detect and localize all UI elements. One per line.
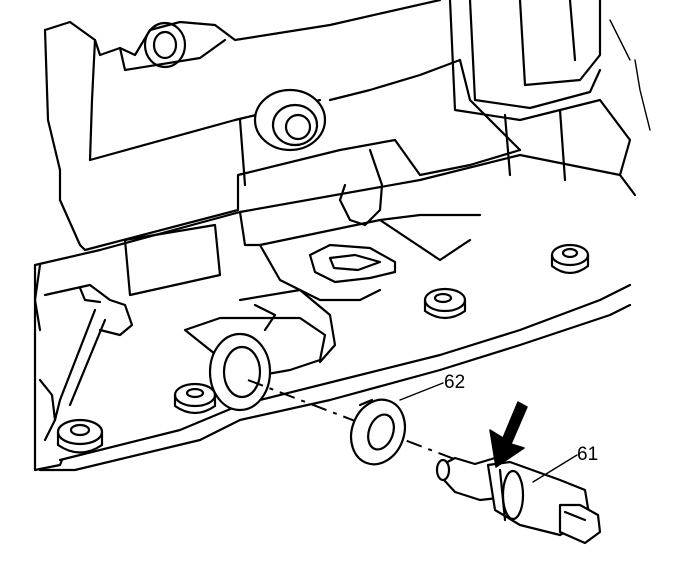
bolt-front-left (56, 418, 104, 454)
bolt-center-left (173, 382, 217, 415)
seal-washer-62 (349, 398, 407, 466)
housing-boss (253, 88, 327, 152)
callout-label-61: 61 (577, 444, 598, 465)
rear-cover (448, 0, 651, 182)
solenoid-bore-housing (183, 288, 337, 412)
valve-body-plate (33, 153, 637, 472)
bolt-center-right (423, 287, 467, 320)
leader-line-62 (399, 382, 444, 401)
transmission-case-upper (43, 0, 522, 252)
down-left-arrow-icon (489, 401, 528, 468)
keyhole-slot (308, 243, 397, 284)
assembly-centerline (247, 379, 471, 466)
wiring-clip (33, 223, 222, 442)
bolt-rear-right (550, 243, 590, 275)
callout-label-62: 62 (444, 372, 465, 393)
solenoid-61 (435, 456, 602, 545)
leader-line-61 (532, 454, 578, 483)
